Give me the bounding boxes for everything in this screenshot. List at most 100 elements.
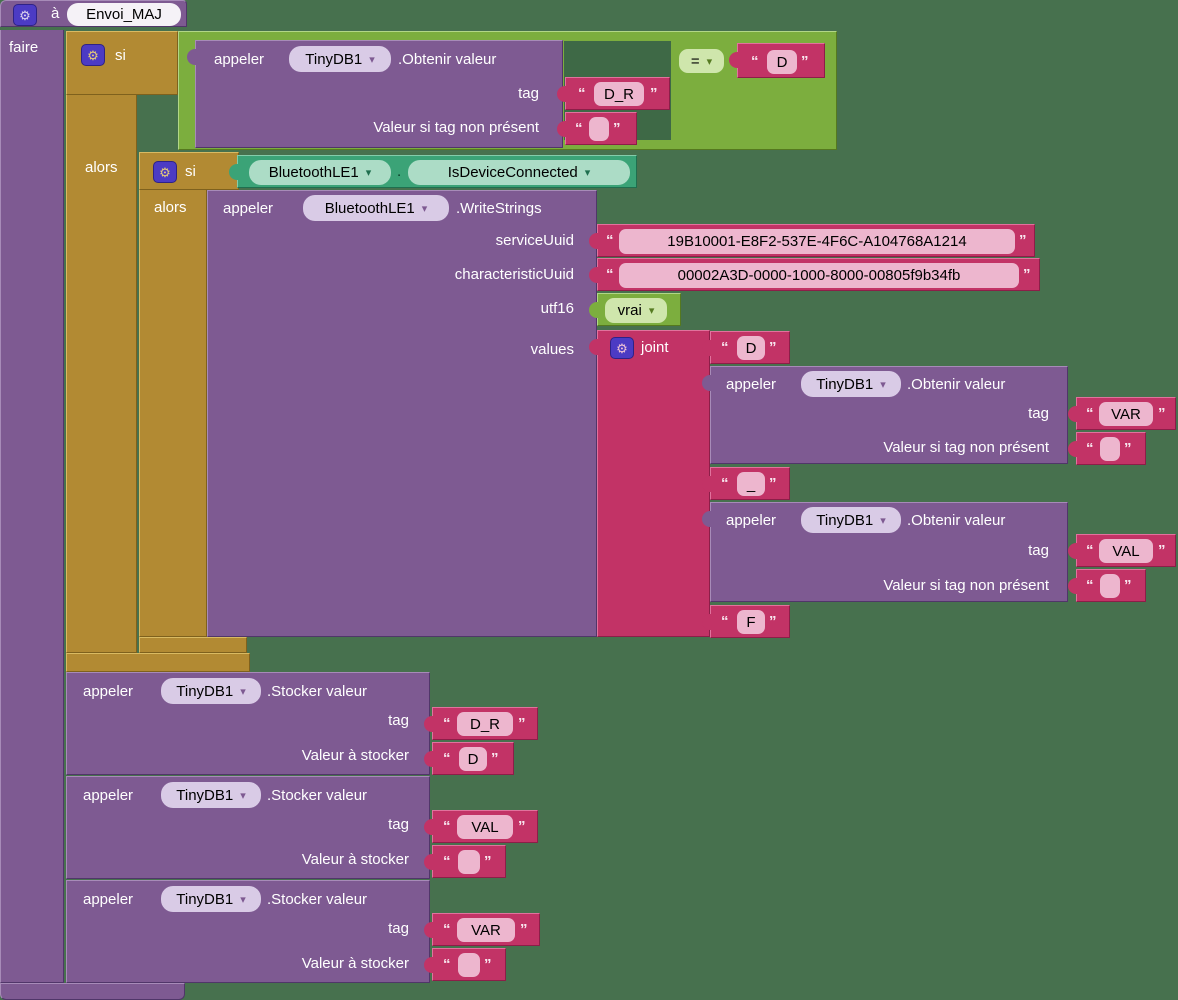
text-block-compare-d[interactable]: “ D ” <box>729 43 825 78</box>
string-field[interactable]: VAL <box>457 815 513 839</box>
inner-if-bottom-arm[interactable] <box>139 637 247 653</box>
procedure-block-header[interactable]: ⚙ à Envoi_MAJ <box>0 0 187 27</box>
text-block-tag-dr[interactable]: “ D_R ” <box>424 707 538 740</box>
open-quote: “ <box>606 266 614 283</box>
text-block-empty[interactable]: “ ” <box>424 948 506 981</box>
open-quote: “ <box>443 921 451 938</box>
text-block-f[interactable]: “ F ” <box>702 605 790 638</box>
dropdown-arrow-icon: ▾ <box>240 685 246 698</box>
ble-isdeviceconnected-block[interactable]: BluetoothLE1 ▾ . IsDeviceConnected ▾ <box>229 155 637 188</box>
procedure-name-field[interactable]: Envoi_MAJ <box>67 3 181 26</box>
tag-param-label: tag <box>388 920 409 937</box>
method-dropdown[interactable]: IsDeviceConnected ▾ <box>408 160 630 185</box>
value-param-label: Valeur à stocker <box>301 955 409 972</box>
component-dropdown[interactable]: TinyDB1 ▾ <box>801 507 901 533</box>
string-field[interactable]: 19B10001-E8F2-537E-4F6C-A104768A1214 <box>619 229 1015 254</box>
serviceuuid-param-label: serviceUuid <box>495 232 574 249</box>
component-dropdown[interactable]: TinyDB1 ▾ <box>161 886 261 912</box>
string-field[interactable] <box>1100 574 1120 598</box>
outer-if-column[interactable]: alors <box>66 95 137 653</box>
open-quote: “ <box>1086 405 1094 422</box>
text-block-service-uuid[interactable]: “ 19B10001-E8F2-537E-4F6C-A104768A1214 ” <box>589 224 1035 257</box>
component-dropdown[interactable]: TinyDB1 ▾ <box>289 46 391 72</box>
close-quote: ” <box>1124 440 1132 457</box>
open-quote: “ <box>606 232 614 249</box>
mutator-gear-icon[interactable]: ⚙ <box>153 161 177 183</box>
component-dropdown[interactable]: BluetoothLE1 ▾ <box>249 160 391 185</box>
mutator-gear-icon[interactable]: ⚙ <box>610 337 634 359</box>
string-field[interactable] <box>1100 437 1120 461</box>
procedure-do-column[interactable]: faire <box>0 30 64 983</box>
inner-if-block-header[interactable]: ⚙ si <box>139 152 239 190</box>
join-label: joint <box>641 339 669 356</box>
outer-if-block-header[interactable]: ⚙ si <box>66 31 178 95</box>
call-tinydb-getvalue-var-block[interactable]: appeler TinyDB1 ▾ .Obtenir valeur tag Va… <box>702 366 1068 464</box>
component-dropdown[interactable]: TinyDB1 ▾ <box>161 678 261 704</box>
call-label: appeler <box>83 787 134 804</box>
string-field[interactable] <box>458 953 480 977</box>
boolean-true-block[interactable]: vrai ▾ <box>589 293 681 326</box>
procedure-do-label: faire <box>9 39 39 56</box>
text-block-empty[interactable]: “ ” <box>1068 432 1146 465</box>
string-field[interactable]: D_R <box>594 82 644 106</box>
string-field[interactable]: D_R <box>457 712 513 736</box>
mutator-gear-icon[interactable]: ⚙ <box>13 4 37 26</box>
default-param-label: Valeur si tag non présent <box>883 577 1049 594</box>
string-field[interactable] <box>589 117 609 141</box>
equals-operator-dropdown[interactable]: = ▾ <box>679 49 724 73</box>
string-field[interactable]: _ <box>737 472 765 496</box>
text-block-tag-val[interactable]: “ VAL ” <box>424 810 538 843</box>
string-field[interactable]: D <box>767 50 797 74</box>
string-field[interactable]: D <box>737 336 765 360</box>
call-ble-writestrings-block[interactable]: appeler BluetoothLE1 ▾ .WriteStrings ser… <box>207 190 597 637</box>
text-block-joint-d[interactable]: “ D ” <box>702 331 790 364</box>
string-field[interactable]: VAR <box>457 918 515 942</box>
call-label: appeler <box>83 891 134 908</box>
close-quote: ” <box>518 818 526 835</box>
method-label: .Obtenir valeur <box>907 512 1006 529</box>
text-block-tag-var[interactable]: “ VAR ” <box>1068 397 1176 430</box>
open-quote: “ <box>721 339 729 356</box>
text-block-tag-var[interactable]: “ VAR ” <box>424 913 540 946</box>
call-label: appeler <box>726 376 777 393</box>
component-dropdown[interactable]: TinyDB1 ▾ <box>801 371 901 397</box>
call-label: appeler <box>726 512 777 529</box>
call-tinydb-storevalue-block-1[interactable]: appeler TinyDB1 ▾ .Stocker valeur tag Va… <box>66 672 430 775</box>
text-block-empty[interactable]: “ ” <box>424 845 506 878</box>
close-quote: ” <box>484 956 492 973</box>
outer-if-label: si <box>115 47 126 64</box>
open-quote: “ <box>443 818 451 835</box>
open-quote: “ <box>721 613 729 630</box>
string-field[interactable]: VAR <box>1099 402 1153 426</box>
dropdown-arrow-icon: ▾ <box>240 789 246 802</box>
string-field[interactable] <box>458 850 480 874</box>
component-dropdown[interactable]: BluetoothLE1 ▾ <box>303 195 449 221</box>
boolean-dropdown[interactable]: vrai ▾ <box>605 298 667 323</box>
mutator-gear-icon[interactable]: ⚙ <box>81 44 105 66</box>
text-block-tag-dr[interactable]: “ D_R ” <box>557 77 670 110</box>
tag-param-label: tag <box>1028 542 1049 559</box>
text-block-empty[interactable]: “ ” <box>557 112 637 145</box>
call-tinydb-storevalue-block-3[interactable]: appeler TinyDB1 ▾ .Stocker valeur tag Va… <box>66 880 430 983</box>
procedure-block-bottom[interactable] <box>0 983 185 1000</box>
outer-if-bottom-arm[interactable] <box>66 653 250 672</box>
value-param-label: Valeur à stocker <box>301 851 409 868</box>
string-field[interactable]: VAL <box>1099 539 1153 563</box>
text-block-underscore[interactable]: “ _ ” <box>702 467 790 500</box>
open-quote: “ <box>575 120 583 137</box>
text-block-tag-val[interactable]: “ VAL ” <box>1068 534 1176 567</box>
string-field[interactable]: F <box>737 610 765 634</box>
inner-if-column[interactable]: alors <box>139 190 207 637</box>
string-field[interactable]: D <box>459 747 487 771</box>
open-quote: “ <box>1086 542 1094 559</box>
component-dropdown[interactable]: TinyDB1 ▾ <box>161 782 261 808</box>
call-tinydb-getvalue-val-block[interactable]: appeler TinyDB1 ▾ .Obtenir valeur tag Va… <box>702 502 1068 602</box>
call-tinydb-storevalue-block-2[interactable]: appeler TinyDB1 ▾ .Stocker valeur tag Va… <box>66 776 430 879</box>
call-tinydb-getvalue-block[interactable]: appeler TinyDB1 ▾ .Obtenir valeur tag Va… <box>187 40 563 148</box>
text-block-store-d[interactable]: “ D ” <box>424 742 514 775</box>
string-field[interactable]: 00002A3D-0000-1000-8000-00805f9b34fb <box>619 263 1019 288</box>
text-block-empty[interactable]: “ ” <box>1068 569 1146 602</box>
join-block[interactable]: ⚙ joint <box>589 330 710 637</box>
text-block-characteristic-uuid[interactable]: “ 00002A3D-0000-1000-8000-00805f9b34fb ” <box>589 258 1040 291</box>
call-label: appeler <box>223 200 274 217</box>
